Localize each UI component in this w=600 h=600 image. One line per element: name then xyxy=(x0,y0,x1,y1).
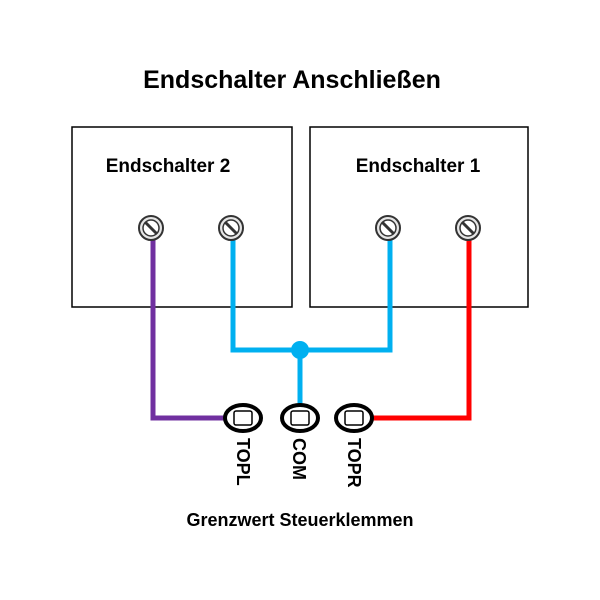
screw-icon xyxy=(218,215,244,241)
switch-1-label: Endschalter 1 xyxy=(356,156,481,177)
switch-1-box xyxy=(309,126,529,308)
switch-2-box xyxy=(71,126,293,308)
terminal-topr-label: TOPR xyxy=(344,438,364,488)
screw-icon xyxy=(138,215,164,241)
terminal-com-label: COM xyxy=(289,438,309,480)
wire-topl xyxy=(150,238,225,421)
terminal-topl-icon xyxy=(223,403,263,433)
screw-icon xyxy=(375,215,401,241)
diagram-title: Endschalter Anschließen xyxy=(143,66,441,94)
wire-topr xyxy=(372,238,472,421)
terminal-topl-label: TOPL xyxy=(233,438,253,486)
screw-icon xyxy=(455,215,481,241)
terminal-com-icon xyxy=(280,403,320,433)
switch-2-label: Endschalter 2 xyxy=(106,156,231,177)
footer-caption: Grenzwert Steuerklemmen xyxy=(186,510,413,530)
junction-dot xyxy=(291,341,309,359)
wire-com-bus xyxy=(230,238,393,353)
terminal-topr-icon xyxy=(334,403,374,433)
